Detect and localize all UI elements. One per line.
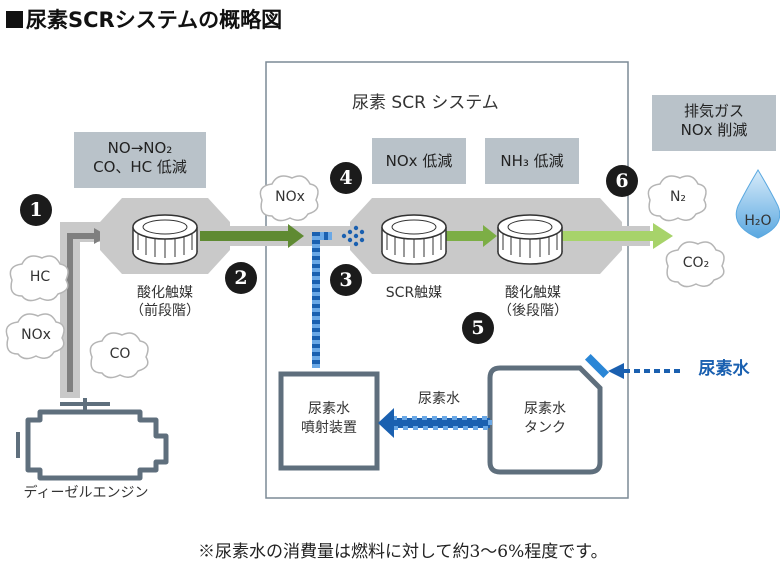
- injector-box: [278, 371, 380, 471]
- scr-system-label: 尿素 SCR システム: [352, 93, 499, 113]
- green-arrow-1: [200, 231, 290, 241]
- footnote: ※尿素水の消費量は燃料に対して約3～6%程度です。: [198, 542, 608, 562]
- engine-exhaust-arrow: [67, 233, 96, 392]
- gas-nox-left: NOx: [21, 327, 51, 343]
- water-label: H₂O: [744, 213, 772, 229]
- urea-input-label: 尿素水: [698, 359, 750, 379]
- rear-catalyst-label: 酸化触媒 （後段階）: [498, 285, 568, 319]
- badge-2: 2: [225, 262, 257, 294]
- front-catalyst-label: 酸化触媒 （前段階）: [130, 285, 200, 319]
- water-drop-icon: [735, 169, 780, 239]
- badge-1: 1: [20, 194, 52, 226]
- gas-hc: HC: [29, 269, 51, 285]
- green-arrow-3: [560, 231, 655, 241]
- gas-co2: CO₂: [682, 255, 710, 271]
- tank-cap: [584, 353, 610, 379]
- green-arrow-2: [445, 231, 485, 241]
- engine-icon: [16, 398, 169, 481]
- gas-n2: N₂: [669, 189, 687, 205]
- no-no2-box: NO→NO₂ CO、HC 低減: [74, 132, 206, 188]
- page-title: 尿素SCRシステムの概略図: [6, 4, 282, 34]
- engine-label: ディーゼルエンジン: [23, 485, 149, 501]
- nox-reduce-box: NOx 低減: [372, 138, 466, 184]
- urea-flow-label: 尿素水: [418, 391, 460, 407]
- rear-catalyst-icon: [497, 214, 563, 265]
- scr-catalyst-label: SCR触媒: [385, 285, 443, 301]
- tank-to-injector-arrow: [392, 418, 490, 428]
- title-square-icon: [6, 11, 23, 28]
- spray-dots-icon: [341, 225, 365, 247]
- badge-4: 4: [330, 162, 362, 194]
- gas-co: CO: [109, 346, 131, 362]
- front-catalyst-icon: [132, 214, 198, 265]
- badge-5: 5: [462, 312, 494, 344]
- exhaust-box: 排気ガス NOx 削減: [652, 95, 776, 151]
- injector-label: 尿素水 噴射装置: [301, 401, 357, 436]
- badge-3: 3: [330, 264, 362, 296]
- nh3-reduce-box: NH₃ 低減: [485, 138, 579, 184]
- gas-clouds: [5, 175, 725, 379]
- scr-catalyst-icon: [381, 214, 447, 265]
- tank-label: 尿素水 タンク: [524, 401, 566, 436]
- gas-nox-mid: NOx: [275, 189, 305, 205]
- tank-box: [487, 365, 603, 475]
- scr-system-frame: [265, 61, 629, 499]
- badge-6: 6: [606, 165, 638, 197]
